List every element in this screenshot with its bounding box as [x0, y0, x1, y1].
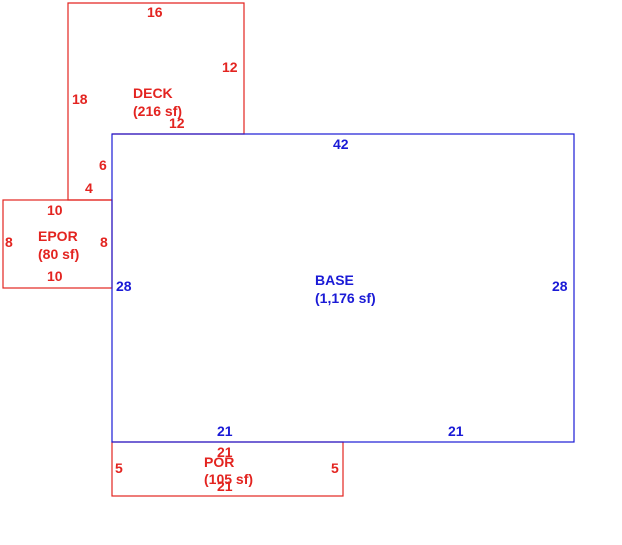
deck-outline: [67, 2, 245, 201]
deck-bottom-dim: 12: [169, 115, 185, 131]
deck-name: DECK: [133, 85, 173, 101]
base-name: BASE: [315, 272, 354, 288]
deck-right-dim: 12: [222, 59, 238, 75]
base-bottom-right-dim: 21: [448, 423, 464, 439]
epor-area: (80 sf): [38, 246, 79, 262]
base-top-dim: 42: [333, 136, 349, 152]
base-outline: [111, 133, 575, 443]
deck-inner-side-dim: 6: [99, 157, 107, 173]
deck-top-dim: 16: [147, 4, 163, 20]
base-area: (1,176 sf): [315, 290, 376, 306]
por-right-dim: 5: [331, 460, 339, 476]
por-top-dim: 21: [217, 444, 233, 460]
base-right-dim: 28: [552, 278, 568, 294]
deck-step-dim: 4: [85, 180, 93, 196]
por-name: POR: [204, 454, 234, 470]
deck-left-dim: 18: [72, 91, 88, 107]
epor-name: EPOR: [38, 228, 78, 244]
epor-bottom-dim: 10: [47, 268, 63, 284]
por-bottom-dim: 21: [217, 478, 233, 494]
epor-top-dim: 10: [47, 202, 63, 218]
base-left-dim: 28: [116, 278, 132, 294]
por-left-dim: 5: [115, 460, 123, 476]
deck-area: (216 sf): [133, 103, 182, 119]
epor-right-dim: 8: [100, 234, 108, 250]
base-bottom-left-dim: 21: [217, 423, 233, 439]
por-area: (105 sf): [204, 471, 253, 487]
epor-left-dim: 8: [5, 234, 13, 250]
